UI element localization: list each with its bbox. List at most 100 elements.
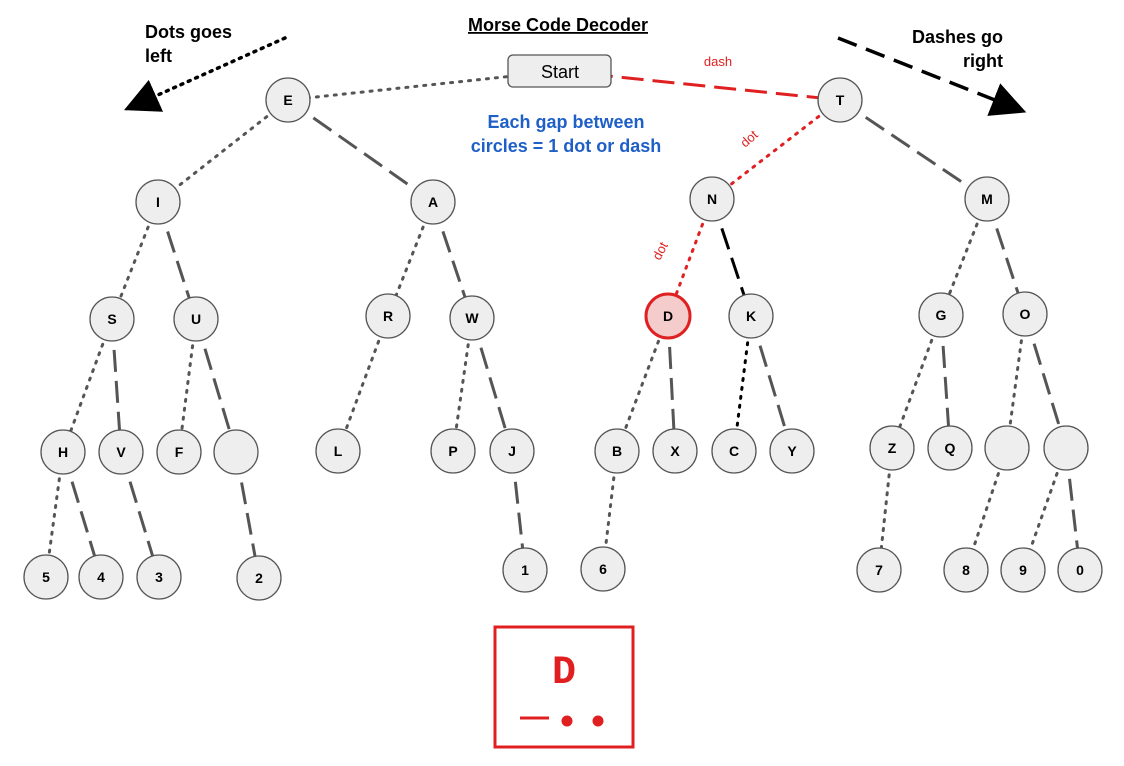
edge-e-i xyxy=(156,98,290,204)
node-5: 5 xyxy=(23,554,69,600)
node-empty-ue xyxy=(213,429,259,475)
node-label-c: C xyxy=(729,443,739,459)
node-circle-8 xyxy=(943,547,989,593)
node-u: U xyxy=(173,296,219,342)
node-label-o: O xyxy=(1020,306,1031,322)
node-circle-t xyxy=(817,77,863,123)
node-circle-empty-ue xyxy=(213,429,259,475)
gap-note-line-2: circles = 1 dot or dash xyxy=(471,136,662,156)
dots-left-arrow xyxy=(124,36,287,112)
edge-d-b xyxy=(615,314,670,453)
node-label-w: W xyxy=(465,310,479,326)
node-l: L xyxy=(315,428,361,474)
node-d: D xyxy=(644,292,692,340)
node-label-s: S xyxy=(107,311,116,327)
node-circle-5 xyxy=(23,554,69,600)
node-circle-a xyxy=(410,179,456,225)
node-label-3: 3 xyxy=(155,569,163,585)
node-z: Z xyxy=(869,425,915,471)
node-b: B xyxy=(594,428,640,474)
node-circle-w xyxy=(449,295,495,341)
node-circle-l xyxy=(315,428,361,474)
node-h: H xyxy=(40,429,86,475)
node-label-j: J xyxy=(508,443,516,459)
node-circle-k xyxy=(728,293,774,339)
node-6: 6 xyxy=(580,546,626,592)
node-circle-o xyxy=(1002,291,1048,337)
node-2: 2 xyxy=(236,555,282,601)
node-c: C xyxy=(711,428,757,474)
result-box xyxy=(493,625,635,749)
node-circle-m xyxy=(964,176,1010,222)
node-label-y: Y xyxy=(787,443,797,459)
node-n: N xyxy=(689,176,735,222)
node-label-5: 5 xyxy=(42,569,50,585)
node-g: G xyxy=(918,292,964,338)
node-o: O xyxy=(1002,291,1048,337)
node-label-8: 8 xyxy=(962,562,970,578)
node-a: A xyxy=(410,179,456,225)
dots-note-line-2: left xyxy=(145,46,172,66)
edge-e-a xyxy=(287,98,434,204)
node-circle-v xyxy=(98,429,144,475)
result-dot-symbol-1 xyxy=(561,715,573,727)
node-circle-0 xyxy=(1057,547,1103,593)
node-label-l: L xyxy=(334,443,343,459)
node-label-e: E xyxy=(283,92,292,108)
edge-g-z xyxy=(890,313,943,450)
node-4: 4 xyxy=(78,554,124,600)
edge-t-n xyxy=(710,98,842,201)
edge-label-dash: dash xyxy=(704,54,732,69)
node-circle-empty-oe1 xyxy=(984,425,1030,471)
result-letter: D xyxy=(552,651,576,696)
node-j: J xyxy=(489,428,535,474)
node-v: V xyxy=(98,429,144,475)
node-label-h: H xyxy=(58,444,68,460)
start-label: Start xyxy=(541,62,579,82)
node-circle-r xyxy=(365,293,411,339)
node-0: 0 xyxy=(1057,547,1103,593)
node-circle-1 xyxy=(502,547,548,593)
node-circle-z xyxy=(869,425,915,471)
node-label-4: 4 xyxy=(97,569,105,585)
node-label-u: U xyxy=(191,311,201,327)
node-label-q: Q xyxy=(945,440,956,456)
result-dot-symbol-2 xyxy=(592,715,604,727)
node-label-a: A xyxy=(428,194,438,210)
gap-note-line-1: Each gap between xyxy=(487,112,644,132)
node-label-r: R xyxy=(383,308,393,324)
node-label-1: 1 xyxy=(521,562,529,578)
node-empty-oe2 xyxy=(1043,425,1089,471)
node-circle-3 xyxy=(136,554,182,600)
edge-r-l xyxy=(336,314,390,453)
node-label-k: K xyxy=(746,308,756,324)
node-label-p: P xyxy=(448,443,457,459)
node-circle-c xyxy=(711,428,757,474)
node-circle-j xyxy=(489,428,535,474)
dashes-note-line-2: right xyxy=(963,51,1003,71)
node-label-d: D xyxy=(663,308,673,324)
node-circle-empty-oe2 xyxy=(1043,425,1089,471)
node-label-v: V xyxy=(116,444,126,460)
start-node xyxy=(507,54,612,88)
edge-t-m xyxy=(839,98,988,201)
node-r: R xyxy=(365,293,411,339)
dashes-right-arrow xyxy=(837,36,1027,116)
edge-s-h xyxy=(61,317,114,454)
node-label-z: Z xyxy=(888,440,897,456)
node-circle-u xyxy=(173,296,219,342)
node-label-t: T xyxy=(836,92,845,108)
node-e: E xyxy=(265,77,311,123)
result-code-symbols xyxy=(520,715,604,727)
node-circle-x xyxy=(652,428,698,474)
node-circle-7 xyxy=(856,547,902,593)
edge-o-oe2 xyxy=(1023,313,1068,449)
dashes-note-line-1: Dashes go xyxy=(912,27,1003,47)
node-m: M xyxy=(964,176,1010,222)
node-w: W xyxy=(449,295,495,341)
node-7: 7 xyxy=(856,547,902,593)
edge-u-ue xyxy=(194,318,238,453)
node-circle-n xyxy=(689,176,735,222)
node-circle-f xyxy=(156,429,202,475)
